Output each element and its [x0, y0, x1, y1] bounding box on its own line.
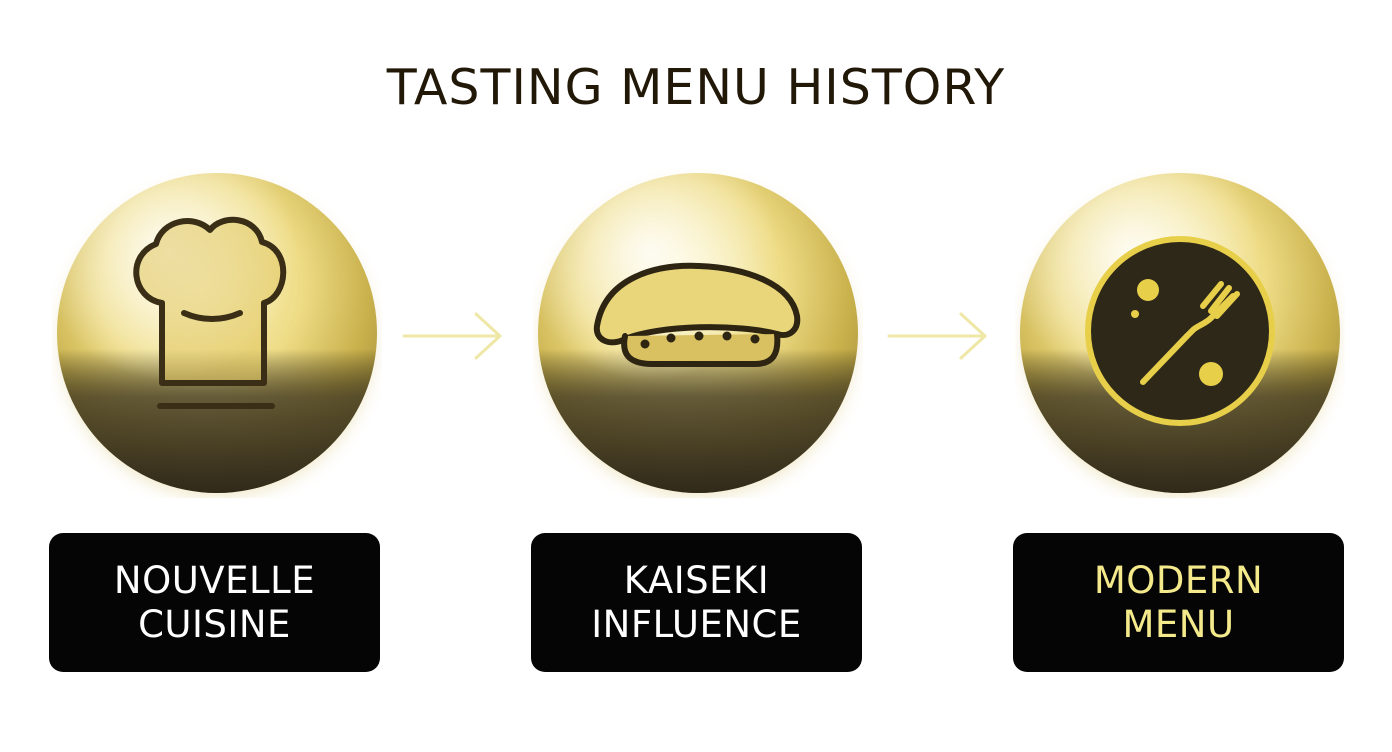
- arrow-right-icon: [402, 312, 502, 360]
- label-kaiseki-influence: KAISEKI INFLUENCE: [531, 533, 862, 672]
- label-line: NOUVELLE: [113, 558, 316, 602]
- label-line: MODERN: [1093, 558, 1264, 602]
- stage-modern-menu: [1015, 168, 1345, 498]
- label-line: MENU: [1122, 602, 1235, 646]
- plate-fork-icon: [1085, 236, 1275, 426]
- label-line: CUISINE: [138, 602, 291, 646]
- sushi-icon: [593, 262, 801, 367]
- label-line: INFLUENCE: [591, 602, 802, 646]
- label-modern-menu: MODERN MENU: [1013, 533, 1344, 672]
- page-title: TASTING MENU HISTORY: [386, 59, 1006, 116]
- arrow-right-icon: [887, 312, 987, 360]
- stage-kaiseki-influence: [533, 168, 863, 498]
- stage-nouvelle-cuisine: [52, 168, 382, 498]
- chef-hat-icon: [133, 216, 287, 409]
- label-nouvelle-cuisine: NOUVELLE CUISINE: [49, 533, 380, 672]
- label-line: KAISEKI: [623, 558, 770, 602]
